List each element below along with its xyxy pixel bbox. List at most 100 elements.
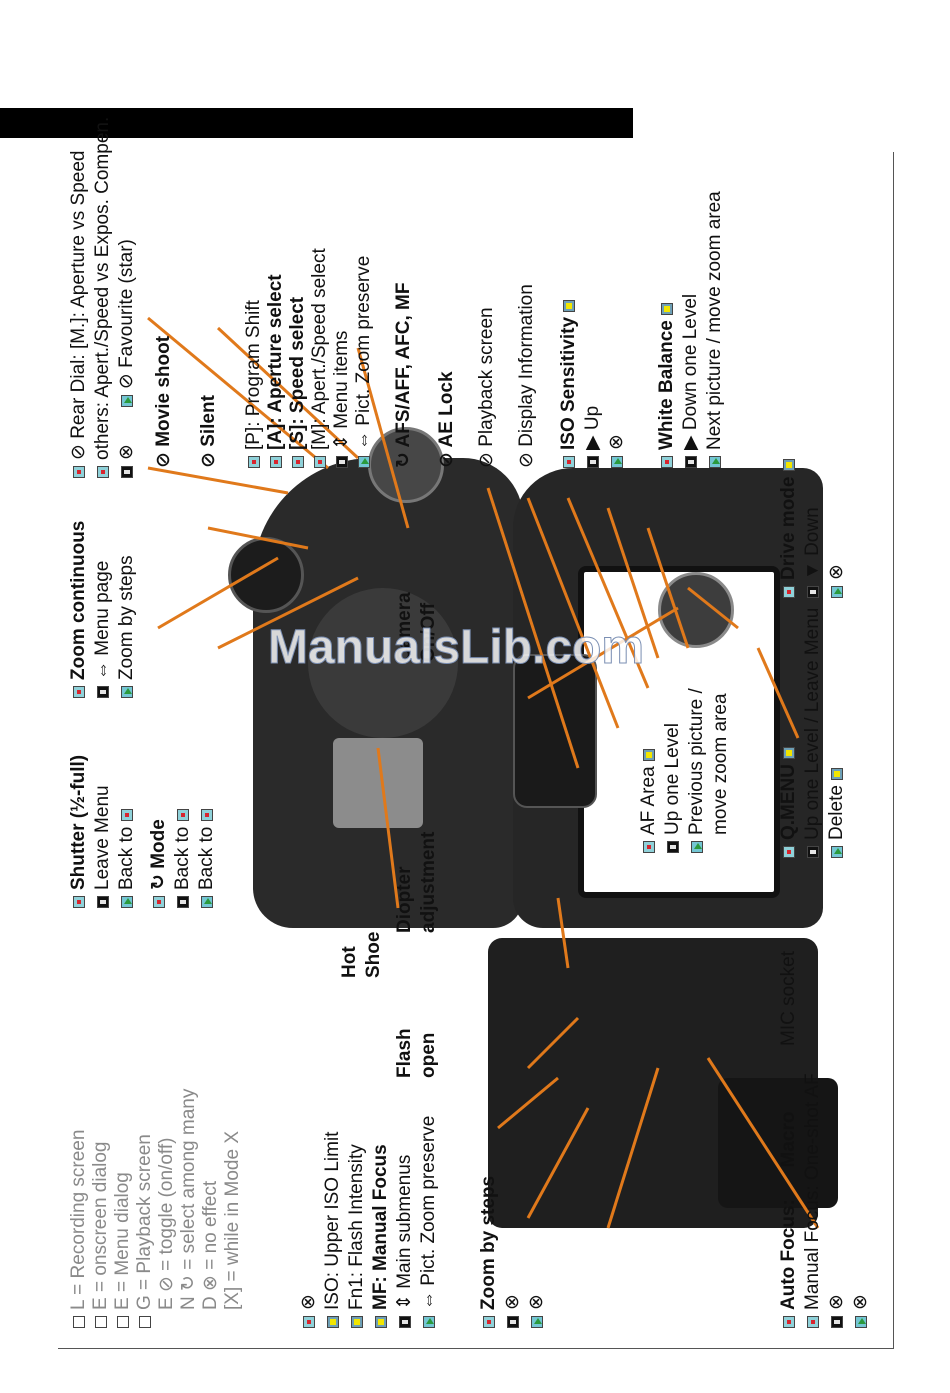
wb-row-0: White Balance bbox=[656, 297, 678, 468]
legend-row-5: N ↻ = select among many bbox=[178, 1088, 199, 1310]
mode-playback-icon bbox=[691, 841, 703, 853]
rear-dial-row-2: ⊗ ⊘ Favourite (star) bbox=[116, 239, 138, 478]
legend-row-7: [X] = while in Mode X bbox=[222, 1130, 243, 1310]
mode-playback-icon bbox=[423, 1316, 435, 1328]
rear-dial-row-0: ⊘ Rear Dial: [M.]: Aperture vs Speed bbox=[68, 151, 90, 478]
mode-menu-icon bbox=[807, 846, 819, 858]
fn-row-1: ISO: Upper ISO Limit bbox=[322, 1132, 344, 1328]
mode-rec-icon bbox=[314, 456, 326, 468]
mode-rec-icon bbox=[73, 466, 85, 478]
legend-row-3: G = Playback screen bbox=[134, 1134, 156, 1328]
mode-rec-icon bbox=[563, 456, 575, 468]
mode-playback-icon bbox=[831, 846, 843, 858]
mode-rec-icon bbox=[153, 896, 165, 908]
fn-row-0: ⊗ bbox=[298, 1294, 320, 1328]
mode-rec-icon bbox=[661, 456, 673, 468]
mode-rec-icon bbox=[121, 809, 133, 822]
program-row-1: [A]: Aperture select bbox=[265, 274, 287, 468]
mode-menu-icon bbox=[121, 466, 133, 478]
program-row-2: [S]: Speed select bbox=[287, 297, 309, 468]
mode-menu-icon bbox=[831, 1316, 843, 1328]
mode-rec-icon bbox=[201, 809, 213, 822]
mode-playback-icon bbox=[611, 456, 623, 468]
legend-row-0: L = Recording screen bbox=[68, 1130, 90, 1328]
c-mode-row-0: ↻ Mode bbox=[148, 819, 170, 908]
mode-osd-icon bbox=[327, 1316, 339, 1328]
afarea-row-0: AF Area bbox=[638, 743, 660, 853]
mode-playback-icon bbox=[358, 456, 370, 468]
mode-playback-icon bbox=[855, 1316, 867, 1328]
fn-row-4: ⇕ Main submenus bbox=[394, 1155, 416, 1328]
mode-playback-icon bbox=[121, 395, 133, 408]
mode-rec-icon bbox=[783, 586, 795, 598]
qmenu-row-1: Up one Level / Leave Menu bbox=[802, 608, 824, 858]
program-row-3: [M]: Apert./Speed select bbox=[309, 248, 331, 468]
mode-playback-icon bbox=[121, 896, 133, 908]
mode-rec-icon bbox=[292, 456, 304, 468]
afarea-row-1: Up one Level bbox=[662, 723, 684, 853]
silent-label: ⊘ Silent bbox=[198, 395, 219, 468]
mode-playback-icon bbox=[121, 686, 133, 698]
mode-menu-icon bbox=[807, 586, 819, 598]
callout-lines bbox=[147, 316, 820, 1229]
mode-menu-icon bbox=[507, 1316, 519, 1328]
mode-rec-icon bbox=[73, 896, 85, 908]
shutter-row-1: Leave Menu bbox=[92, 785, 114, 908]
mode-menu-icon bbox=[177, 896, 189, 908]
c-mode-row-2: Back to bbox=[196, 803, 218, 908]
drive-row-0: Drive mode bbox=[778, 453, 800, 598]
c-mode-row-1: Back to bbox=[172, 803, 194, 908]
qmenu-row-2: Delete bbox=[826, 762, 848, 858]
mode-osd-icon bbox=[783, 746, 795, 759]
shutter-row-2: Back to bbox=[116, 803, 138, 908]
mode-osd-icon bbox=[661, 302, 673, 315]
mode-playback-icon bbox=[139, 1316, 151, 1328]
mode-osd-icon bbox=[783, 459, 795, 472]
zoom-continuous-row-0: Zoom continuous bbox=[68, 521, 90, 698]
iso-row-1: ▶ Up bbox=[582, 406, 604, 468]
fn-row-5: ⇔ Pict. Zoom preserve bbox=[418, 1116, 440, 1328]
mode-osd-icon bbox=[375, 1316, 387, 1328]
rotated-camera-reference: L = Recording screen E = onscreen dialog… bbox=[58, 117, 893, 1348]
mode-rec-icon bbox=[73, 686, 85, 698]
focus-row-2: ⊗ bbox=[826, 1294, 848, 1328]
mode-rec-icon bbox=[97, 466, 109, 478]
focus-row-1: Manual Focus: One-shot AF bbox=[802, 1073, 824, 1328]
mode-osd-icon bbox=[351, 1316, 363, 1328]
mode-osd-icon bbox=[563, 299, 575, 312]
mode-rec-icon bbox=[783, 846, 795, 858]
program-row-0: [P]: Program Shift bbox=[243, 300, 265, 468]
mic-socket-label: MIC socket bbox=[778, 950, 799, 1046]
iso-row-2: ⊗ bbox=[606, 434, 628, 468]
hot-shoe-label: Hot Shoe bbox=[339, 931, 384, 978]
mode-rec-icon bbox=[177, 809, 189, 822]
playback-label: ⊘ Playback screen bbox=[476, 307, 497, 468]
zoom-continuous-row-2: Zoom by steps bbox=[116, 555, 138, 698]
wb-row-2: Next picture / move zoom area bbox=[704, 191, 726, 468]
ae-lock-label: ⊘ AE Lock bbox=[436, 371, 457, 468]
mode-rec-icon bbox=[270, 456, 282, 468]
mode-rec-icon bbox=[303, 1316, 315, 1328]
program-row-5: ⇔ Pict. Zoom preserve bbox=[353, 256, 375, 468]
fn-row-2: Fn1: Flash Intensity bbox=[346, 1144, 368, 1328]
watermark-text: ManualsLib.com bbox=[267, 621, 645, 675]
shutter-row-0: Shutter (½-full) bbox=[68, 755, 90, 908]
mode-menu-icon bbox=[587, 456, 599, 468]
mode-menu-icon bbox=[399, 1316, 411, 1328]
mode-playback-icon bbox=[201, 896, 213, 908]
afs-label: ↻ AFS/AFF, AFC, MF bbox=[393, 282, 414, 469]
afarea-row-2: Previous picture / bbox=[686, 688, 708, 853]
drive-row-2: ⊗ bbox=[826, 564, 848, 598]
zoom-lever-row-0: Zoom by steps bbox=[478, 1176, 500, 1328]
legend-row-4: E ⊘ = toggle (on/off) bbox=[156, 1137, 177, 1310]
figure-frame bbox=[58, 152, 894, 1349]
mode-menu-icon bbox=[97, 686, 109, 698]
wb-row-1: ▶ Down one Level bbox=[680, 294, 702, 468]
fn-row-3: MF: Manual Focus bbox=[370, 1144, 392, 1328]
mode-rec-icon bbox=[248, 456, 260, 468]
afarea-row-3: move zoom area bbox=[710, 693, 731, 835]
mode-rec-icon bbox=[783, 1316, 795, 1328]
legend-row-6: D ⊗ = no effect bbox=[200, 1180, 221, 1310]
mode-playback-icon bbox=[831, 586, 843, 598]
mode-playback-icon bbox=[531, 1316, 543, 1328]
